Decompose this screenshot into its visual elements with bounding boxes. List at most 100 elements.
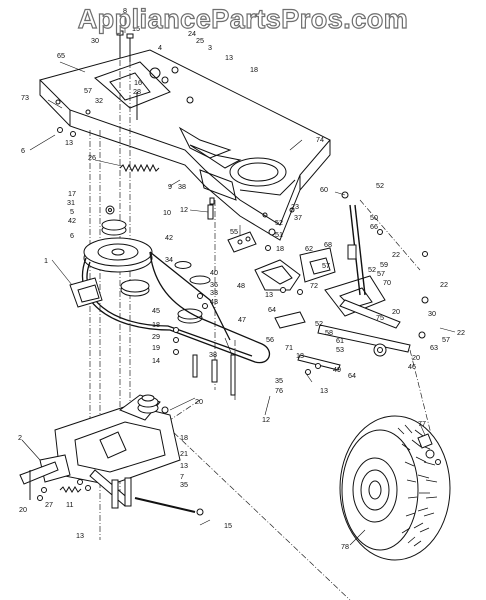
frame — [39, 49, 331, 241]
callout-20-d: 20 — [19, 505, 27, 514]
top-bolts — [116, 30, 194, 120]
callout-77: 77 — [418, 419, 426, 428]
callout-42: 42 — [68, 216, 76, 225]
wheel-hardware — [417, 433, 441, 465]
callout-58: 58 — [325, 328, 333, 337]
callout-13-e: 13 — [320, 386, 328, 395]
callout-52-top: 52 — [376, 181, 384, 190]
callout-21: 21 — [180, 449, 188, 458]
callout-13-b: 13 — [65, 138, 73, 147]
watermark: AppliancePartsPros.com — [77, 3, 409, 34]
callout-75: 75 — [376, 313, 384, 322]
callout-11: 11 — [66, 500, 73, 509]
callout-20-c: 20 — [195, 397, 203, 406]
callout-31: 31 — [67, 198, 75, 207]
callout-52-d: 52 — [315, 319, 323, 328]
callout-57-b: 57 — [322, 261, 330, 270]
callout-27: 27 — [45, 500, 53, 509]
callout-57-d: 57 — [442, 335, 450, 344]
mount-bracket — [69, 277, 103, 308]
callout-34: 34 — [165, 255, 173, 264]
small-hardware — [57, 127, 428, 396]
callout-46: 46 — [408, 362, 416, 371]
rear-tire — [339, 415, 451, 561]
callout-12-top: 12 — [180, 205, 188, 214]
callout-43: 43 — [210, 297, 218, 306]
callout-38-top: 38 — [178, 182, 186, 191]
callout-53: 53 — [336, 345, 344, 354]
spring — [119, 163, 160, 173]
callout-22-b: 22 — [440, 280, 448, 289]
callout-64-b: 64 — [348, 371, 356, 380]
callout-18-d: 18 — [180, 433, 188, 442]
callout-45: 45 — [152, 306, 160, 315]
callout-55: 55 — [230, 227, 238, 236]
callout-29: 29 — [152, 332, 160, 341]
callout-63: 63 — [430, 343, 438, 352]
linkage-assembly — [254, 191, 429, 371]
callout-20-b: 20 — [412, 353, 420, 362]
callout-56: 56 — [266, 335, 274, 344]
callout-23: 23 — [291, 202, 299, 211]
callout-13-d: 13 — [296, 351, 304, 360]
callout-32: 32 — [95, 96, 103, 105]
callout-19: 19 — [152, 343, 160, 352]
callout-15-b: 15 — [224, 521, 232, 530]
callout-6: 6 — [70, 231, 74, 240]
callout-28: 28 — [133, 87, 141, 96]
callout-42-b: 42 — [165, 233, 173, 242]
callout-52-c: 52 — [368, 265, 376, 274]
callout-65: 65 — [57, 51, 65, 60]
callout-68: 68 — [324, 240, 332, 249]
callout-47: 47 — [238, 315, 246, 324]
callout-33: 33 — [210, 288, 218, 297]
callout-66: 66 — [370, 222, 378, 231]
callout-64: 64 — [268, 305, 276, 314]
callout-13: 13 — [225, 53, 233, 62]
callout-57-c: 57 — [377, 269, 385, 278]
callout-9: 9 — [168, 182, 172, 191]
callout-49: 49 — [333, 365, 341, 374]
callout-4: 4 — [158, 43, 162, 52]
callout-13-g: 13 — [76, 531, 84, 540]
callout-72: 72 — [310, 281, 318, 290]
callout-74: 74 — [316, 135, 324, 144]
callout-51: 51 — [275, 230, 283, 239]
callout-50: 50 — [370, 213, 378, 222]
callout-48: 48 — [237, 281, 245, 290]
callout-26: 26 — [88, 153, 96, 162]
drive-belts — [81, 251, 271, 364]
callout-13-f: 13 — [180, 461, 188, 470]
callout-25: 25 — [196, 36, 204, 45]
callout-52-b: 52 — [275, 218, 283, 227]
callout-62: 62 — [305, 244, 313, 253]
callout-24: 24 — [188, 29, 196, 38]
transaxle — [19, 394, 204, 516]
callout-1: 1 — [44, 256, 48, 265]
callout-71: 71 — [285, 343, 293, 352]
callout-17: 17 — [68, 189, 76, 198]
callout-61: 61 — [336, 336, 344, 345]
callout-18-b: 18 — [152, 320, 160, 329]
callout-30: 30 — [91, 36, 99, 45]
callout-36: 36 — [210, 280, 218, 289]
callout-35-b: 35 — [180, 480, 188, 489]
callout-18: 18 — [250, 65, 258, 74]
bracket — [227, 231, 257, 253]
callout-37: 37 — [294, 213, 302, 222]
callout-20-a: 20 — [392, 307, 400, 316]
callout-6-top: 6 — [21, 146, 25, 155]
callout-60: 60 — [320, 185, 328, 194]
callout-10: 10 — [163, 208, 171, 217]
callout-labels: 8 30 15 24 25 3 13 65 18 16 28 57 32 73 … — [18, 6, 465, 551]
callout-16: 16 — [134, 78, 142, 87]
callout-7: 7 — [180, 472, 184, 481]
callout-73: 73 — [21, 93, 29, 102]
callout-22-c: 22 — [457, 328, 465, 337]
callout-70: 70 — [383, 278, 391, 287]
callout-14: 14 — [152, 356, 160, 365]
callout-18-c: 18 — [276, 244, 284, 253]
callout-59: 59 — [380, 260, 388, 269]
callout-30-b: 30 — [428, 309, 436, 318]
